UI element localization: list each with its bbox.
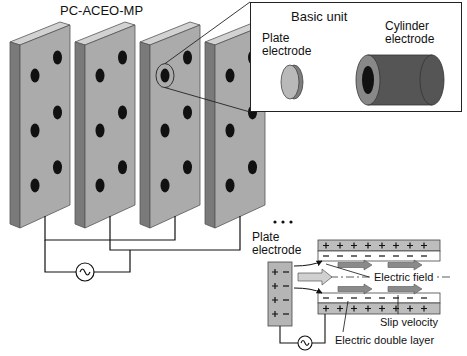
- section-cylinder: [407, 306, 413, 312]
- section-plate: [283, 286, 289, 287]
- section-cylinder: [393, 243, 399, 249]
- leader-lines: [326, 264, 369, 277]
- continuation-dots: [273, 220, 276, 223]
- section-cylinder: [407, 243, 413, 249]
- plate-stack: [10, 22, 70, 228]
- plate-disk: [281, 65, 303, 99]
- flow-arrows: [388, 260, 422, 270]
- section-cylinder: [323, 298, 329, 299]
- section-wiring: [280, 326, 298, 343]
- section-cylinder: [323, 243, 329, 249]
- part-label: Cylinder electrode: [385, 20, 455, 46]
- stack-wiring: [76, 263, 94, 281]
- section-cylinder: [379, 306, 385, 312]
- section-plate: [272, 297, 278, 303]
- field-arrows: [294, 261, 322, 293]
- stack-wiring: [80, 269, 90, 275]
- section-cylinder: [351, 243, 357, 249]
- part-label: Electric double layer: [333, 334, 436, 346]
- section-wiring: [280, 314, 325, 350]
- stack-wiring: [45, 216, 240, 281]
- cylinder-electrode: [362, 66, 374, 94]
- stack-wiring: [45, 240, 76, 272]
- plate-disk: [281, 65, 299, 99]
- flow-arrows: [388, 284, 422, 294]
- section-cylinder: [421, 243, 427, 249]
- section-plate: [283, 300, 289, 301]
- section-cylinder: [407, 298, 413, 299]
- unit-ground: [250, 2, 462, 112]
- section-cylinder: [365, 306, 371, 312]
- section-cylinder: [379, 243, 385, 249]
- part-label: Plate electrode: [262, 32, 324, 58]
- magnifier-lines: [165, 2, 250, 64]
- cylinder-electrode: [356, 55, 380, 105]
- section-cylinder: [337, 306, 343, 312]
- part-label: Slip velocity: [378, 316, 440, 328]
- part-label: PC-ACEO-MP: [60, 4, 143, 18]
- section-cylinder: [351, 306, 357, 312]
- section-cylinder: [337, 298, 343, 299]
- section-plate: [268, 262, 292, 326]
- plate-stack: [10, 22, 265, 228]
- magnifier-lines: [165, 88, 250, 112]
- section-wiring: [312, 314, 325, 343]
- section-cylinder: [318, 303, 440, 314]
- section-cylinder: [337, 243, 343, 249]
- section-cylinder: [351, 298, 357, 299]
- section-cylinder: [407, 256, 413, 257]
- continuation-dots: [281, 220, 284, 223]
- section-plate: [272, 311, 278, 317]
- leader-lines: [343, 301, 348, 332]
- section-cylinder: [421, 306, 427, 312]
- unit-heading: Basic unit: [291, 9, 347, 24]
- continuation-dots: [273, 220, 292, 223]
- section-cylinder: [365, 298, 371, 299]
- section-cylinder: [337, 256, 343, 257]
- section-cylinder: [323, 306, 329, 312]
- magnifier-lines: [156, 2, 250, 112]
- field-arrows: [294, 261, 322, 266]
- leader-lines: [398, 295, 399, 314]
- magnifier-lines: [156, 64, 174, 88]
- section-cylinder: [379, 256, 385, 257]
- section-cylinder: [421, 256, 427, 257]
- section-cylinder: [318, 240, 440, 251]
- section-plate: [283, 314, 289, 315]
- section-cylinder: [393, 256, 399, 257]
- section-plate: [283, 272, 289, 273]
- section-cylinder: [365, 243, 371, 249]
- flow-arrows: [298, 269, 332, 285]
- stack-wiring: [110, 216, 240, 250]
- flow-arrows: [338, 260, 372, 270]
- section-cylinder: [365, 256, 371, 257]
- section-cylinder: [318, 251, 440, 261]
- plate-stack: [140, 22, 200, 228]
- section-wiring: [298, 336, 312, 350]
- continuation-dots: [289, 220, 292, 223]
- cylinder-electrode: [420, 55, 444, 105]
- section-cylinder: [421, 298, 427, 299]
- section-cylinder: [318, 293, 440, 303]
- section-cylinder: [379, 298, 385, 299]
- cylinder-electrode: [356, 55, 444, 105]
- plate-stack: [75, 22, 135, 228]
- section-plate: [272, 283, 278, 289]
- section-plate: [272, 269, 278, 275]
- stack-wiring: [94, 250, 130, 272]
- part-label: Electric field: [372, 271, 435, 283]
- field-arrows: [294, 288, 322, 293]
- section-plate: [268, 262, 292, 326]
- section-wiring: [301, 341, 309, 346]
- part-label: Plate electrode: [252, 231, 314, 257]
- section-cylinder: [323, 256, 329, 257]
- section-cylinder: [351, 256, 357, 257]
- flow-arrows: [338, 284, 372, 294]
